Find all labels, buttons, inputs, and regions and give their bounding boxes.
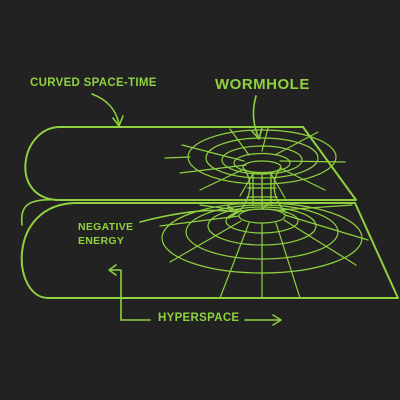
label-negative-energy-line2: ENERGY [78, 235, 125, 248]
negative-energy-pointer [139, 205, 239, 223]
wormhole-throat [237, 167, 287, 214]
lower-funnel-grid [159, 202, 369, 299]
label-wormhole: WORMHOLE [215, 76, 310, 93]
label-curved-space-time: CURVED SPACE-TIME [30, 77, 157, 89]
fold-curve [24, 126, 203, 201]
label-negative-energy-line1: NEGATIVE [78, 221, 134, 233]
lower-sheet-outline [20, 202, 399, 299]
fold-inner-curve [20, 198, 61, 226]
wormhole-pointer [251, 95, 263, 140]
label-negative-energy: NEGATIVE ENERGY [78, 220, 133, 248]
curved-space-time-pointer [91, 93, 124, 127]
hyperspace-bracket-arrow [108, 264, 282, 326]
label-hyperspace: HYPERSPACE [158, 312, 240, 324]
upper-sheet-outline [59, 126, 357, 201]
